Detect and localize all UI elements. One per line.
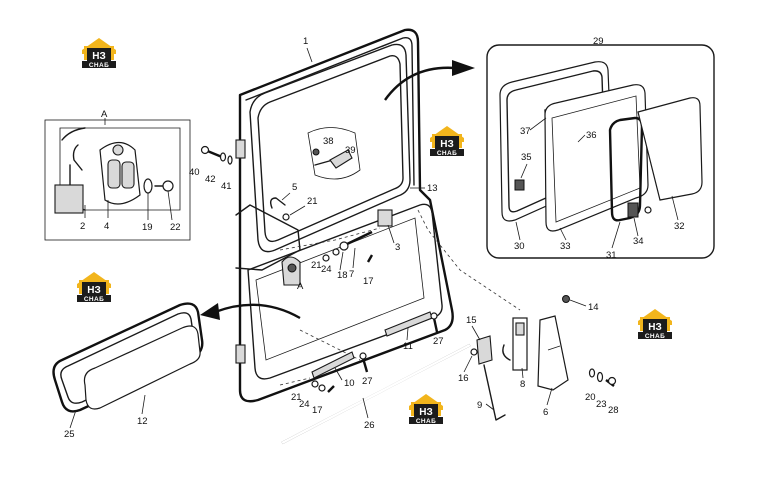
callout-41: 41 xyxy=(221,181,232,192)
bolt-group-40 xyxy=(200,145,233,165)
callout-14: 14 xyxy=(588,302,599,313)
callout-22: 22 xyxy=(170,222,181,233)
callout-13: 13 xyxy=(427,183,438,194)
callout-37: 37 xyxy=(520,126,531,137)
callout-12: 12 xyxy=(137,416,148,427)
handle-pad xyxy=(54,184,84,214)
rail-10 xyxy=(311,351,355,379)
callout-28: 28 xyxy=(608,405,619,416)
callout-3: 3 xyxy=(395,242,400,253)
callout-4: 4 xyxy=(104,221,109,232)
svg-text:СНАБ: СНАБ xyxy=(416,418,436,425)
callout-27: 27 xyxy=(362,376,373,387)
callout-7: 7 xyxy=(349,269,354,280)
callout-19: 19 xyxy=(142,222,153,233)
callout-23: 23 xyxy=(596,399,607,410)
cab-door xyxy=(235,28,521,403)
svg-text:НЗ: НЗ xyxy=(440,139,454,150)
callout-A: A xyxy=(297,281,304,292)
callout-29: 29 xyxy=(593,36,604,47)
arrow-to-window-kit xyxy=(384,66,456,101)
callout-8: 8 xyxy=(520,379,525,390)
callout-17-b: 17 xyxy=(312,405,323,416)
svg-text:СНАБ: СНАБ xyxy=(89,62,109,69)
callout-20: 20 xyxy=(585,392,596,403)
callout-40: 40 xyxy=(189,167,200,178)
callout-9: 9 xyxy=(477,400,482,411)
svg-text:СНАБ: СНАБ xyxy=(84,296,104,303)
callout-17: 17 xyxy=(363,276,374,287)
callout-15: 15 xyxy=(466,315,477,326)
callout-21: 21 xyxy=(307,196,318,207)
svg-text:НЗ: НЗ xyxy=(92,51,106,62)
callout-30: 30 xyxy=(514,241,525,252)
callout-1: 1 xyxy=(303,36,308,47)
lock-mechanism xyxy=(470,295,570,421)
callout-18: 18 xyxy=(337,270,348,281)
callout-21-c: 21 xyxy=(291,392,302,403)
callout-42: 42 xyxy=(205,174,216,185)
logo-watermark: НЗ СНАБ xyxy=(638,309,672,340)
callout-32: 32 xyxy=(674,221,685,232)
callout-16: 16 xyxy=(458,373,469,384)
svg-text:СНАБ: СНАБ xyxy=(437,150,457,157)
callout-39: 39 xyxy=(345,145,356,156)
logo-watermark: НЗ СНАБ xyxy=(82,38,116,69)
callout-35: 35 xyxy=(521,152,532,163)
callout-10: 10 xyxy=(344,378,355,389)
callout-21-b: 21 xyxy=(311,260,322,271)
logo-watermark: НЗ СНАБ xyxy=(77,272,111,303)
callout-27-b: 27 xyxy=(433,336,444,347)
window-kit-panel xyxy=(486,44,715,259)
svg-text:НЗ: НЗ xyxy=(419,407,433,418)
callout-38: 38 xyxy=(323,136,334,147)
callout-25: 25 xyxy=(64,429,75,440)
callout-24-b: 24 xyxy=(299,399,310,410)
callout-36: 36 xyxy=(586,130,597,141)
svg-text:НЗ: НЗ xyxy=(648,322,662,333)
callout-24: 24 xyxy=(321,264,332,275)
detail-a-inset xyxy=(44,118,191,241)
callout-5: 5 xyxy=(292,182,297,193)
callout-33: 33 xyxy=(560,241,571,252)
callout-2: 2 xyxy=(80,221,85,232)
svg-text:СНАБ: СНАБ xyxy=(645,333,665,340)
callout-6: 6 xyxy=(543,407,548,418)
detail-a-label: A xyxy=(101,109,108,120)
door-seal xyxy=(52,302,204,413)
callout-34: 34 xyxy=(633,236,644,247)
svg-text:НЗ: НЗ xyxy=(87,285,101,296)
callout-31: 31 xyxy=(606,250,617,261)
logo-watermark: НЗ СНАБ xyxy=(430,126,464,157)
logo-watermark: НЗ СНАБ xyxy=(409,394,443,425)
arrow-to-seal xyxy=(214,303,301,320)
rail-11 xyxy=(384,311,433,337)
callout-11: 11 xyxy=(403,341,413,352)
callout-26: 26 xyxy=(364,420,375,431)
